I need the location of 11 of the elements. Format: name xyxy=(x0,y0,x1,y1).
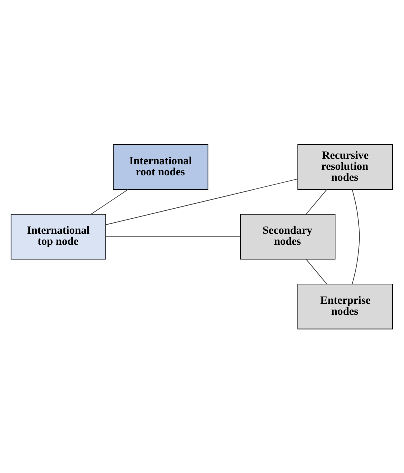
connector xyxy=(306,188,328,214)
connector xyxy=(106,178,298,225)
node-box: International top node xyxy=(10,214,106,260)
node-box: Secondary nodes xyxy=(240,214,336,260)
node-box: International root nodes xyxy=(113,144,209,190)
node-box: Recursive resolution nodes xyxy=(298,144,394,190)
connector xyxy=(90,188,129,214)
connector xyxy=(352,188,360,284)
connector xyxy=(106,236,241,237)
connector xyxy=(306,258,328,284)
node-box: Enterprise nodes xyxy=(298,283,394,330)
